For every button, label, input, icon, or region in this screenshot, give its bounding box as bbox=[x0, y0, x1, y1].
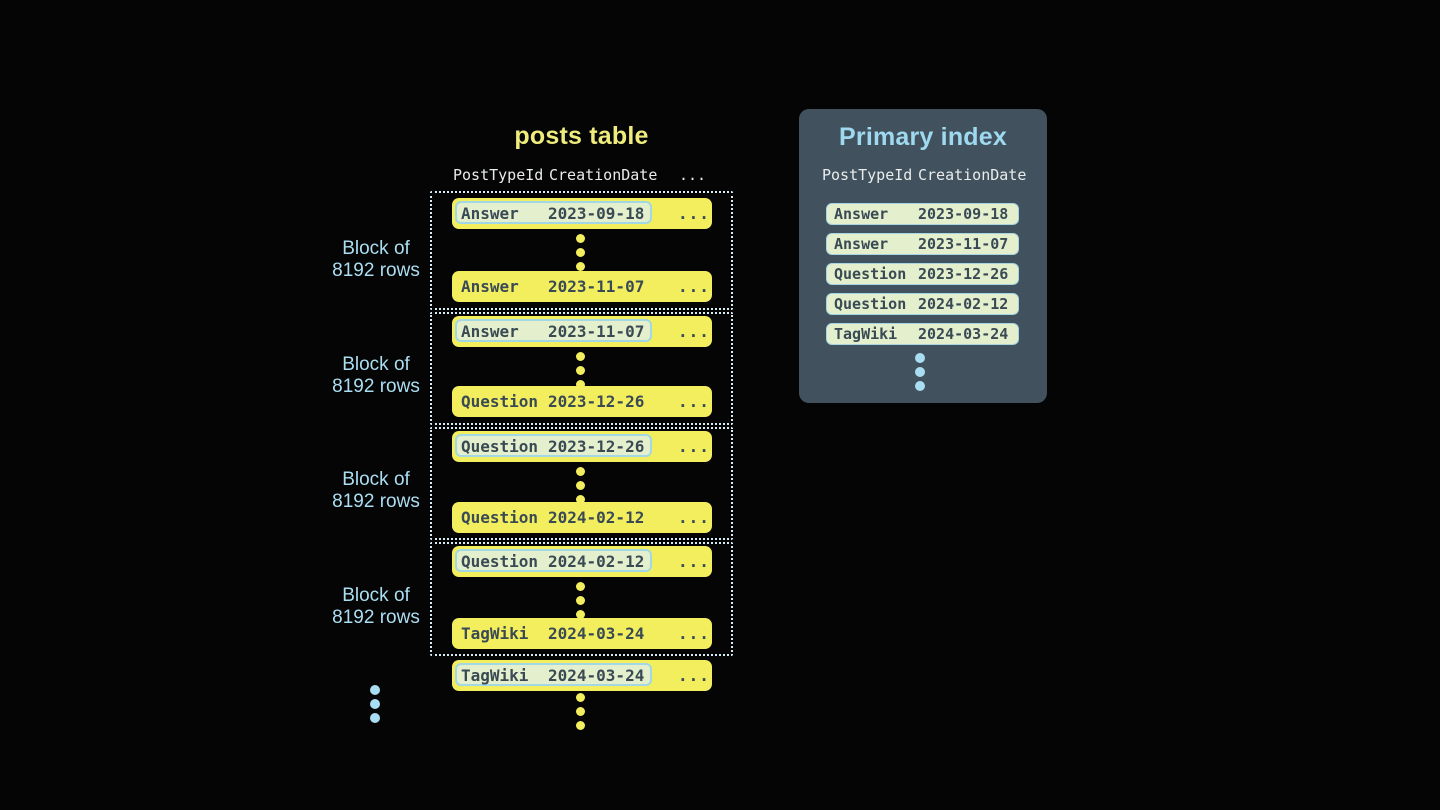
cell-creationdate: 2023-12-26 bbox=[918, 265, 1009, 283]
block-label-2: Block of 8192 rows bbox=[316, 354, 436, 397]
block-label-4: Block of 8192 rows bbox=[316, 585, 436, 628]
table-block-2: Answer 2023-11-07 ... Question 2023-12-2… bbox=[430, 312, 733, 425]
cell-posttypeid: TagWiki bbox=[461, 624, 529, 643]
cell-ellipsis: ... bbox=[678, 322, 710, 341]
cell-posttypeid: Question bbox=[461, 392, 539, 411]
index-entry: Question 2024-02-12 bbox=[826, 293, 1019, 315]
cell-posttypeid: Answer bbox=[461, 322, 519, 341]
cell-creationdate: 2024-02-12 bbox=[548, 552, 645, 571]
table-block-4: Question 2024-02-12 ... TagWiki 2024-03-… bbox=[430, 542, 733, 656]
table-row-block2-first: Answer 2023-11-07 ... bbox=[452, 316, 712, 347]
cell-creationdate: 2024-02-12 bbox=[548, 508, 645, 527]
block-label-3: Block of 8192 rows bbox=[316, 469, 436, 512]
table-row-block1-first: Answer 2023-09-18 ... bbox=[452, 198, 712, 229]
primary-index-column-headers: PostTypeId CreationDate bbox=[799, 166, 1047, 186]
column-header-creationdate: CreationDate bbox=[549, 166, 658, 184]
table-row-block4-last: TagWiki 2024-03-24 ... bbox=[452, 618, 712, 649]
table-row-overflow: TagWiki 2024-03-24 ... bbox=[452, 660, 712, 691]
key-highlight-box bbox=[455, 549, 652, 572]
block-label-line2: 8192 rows bbox=[332, 375, 420, 397]
table-row-block4-first: Question 2024-02-12 ... bbox=[452, 546, 712, 577]
index-entry: Answer 2023-09-18 bbox=[826, 203, 1019, 225]
cell-posttypeid: Answer bbox=[461, 277, 519, 296]
block-label-1: Block of 8192 rows bbox=[316, 238, 436, 281]
cell-ellipsis: ... bbox=[678, 204, 710, 223]
cell-posttypeid: Question bbox=[461, 552, 539, 571]
posts-table-title: posts table bbox=[514, 122, 649, 150]
block-label-line2: 8192 rows bbox=[332, 606, 420, 628]
cell-creationdate: 2023-11-07 bbox=[918, 235, 1009, 253]
vertical-ellipsis-icon bbox=[576, 234, 586, 276]
cell-posttypeid: Answer bbox=[834, 205, 889, 223]
cell-posttypeid: TagWiki bbox=[834, 325, 898, 343]
key-highlight-box bbox=[455, 434, 652, 457]
column-header-posttypeid: PostTypeId bbox=[822, 166, 913, 184]
table-row-block2-last: Question 2023-12-26 ... bbox=[452, 386, 712, 417]
cell-creationdate: 2024-03-24 bbox=[548, 666, 645, 685]
cell-posttypeid: Answer bbox=[834, 235, 889, 253]
table-block-3: Question 2023-12-26 ... Question 2024-02… bbox=[430, 427, 733, 540]
vertical-ellipsis-icon bbox=[576, 693, 586, 735]
index-entry: Question 2023-12-26 bbox=[826, 263, 1019, 285]
cell-creationdate: 2024-02-12 bbox=[918, 295, 1009, 313]
table-row-block3-first: Question 2023-12-26 ... bbox=[452, 431, 712, 462]
table-row-block1-last: Answer 2023-11-07 ... bbox=[452, 271, 712, 302]
cell-ellipsis: ... bbox=[678, 437, 710, 456]
cell-creationdate: 2023-12-26 bbox=[548, 392, 645, 411]
key-highlight-box bbox=[455, 319, 652, 342]
vertical-ellipsis-icon bbox=[576, 582, 586, 624]
cell-creationdate: 2023-09-18 bbox=[548, 204, 645, 223]
key-highlight-box bbox=[455, 663, 652, 686]
more-entries-ellipsis-icon bbox=[915, 353, 925, 395]
table-row-block3-last: Question 2024-02-12 ... bbox=[452, 502, 712, 533]
cell-ellipsis: ... bbox=[678, 508, 710, 527]
cell-ellipsis: ... bbox=[678, 277, 710, 296]
cell-creationdate: 2023-09-18 bbox=[918, 205, 1009, 223]
cell-posttypeid: Question bbox=[834, 265, 907, 283]
block-label-line2: 8192 rows bbox=[332, 259, 420, 281]
posts-table-column-headers: PostTypeId CreationDate ... bbox=[452, 166, 732, 186]
block-label-line1: Block of bbox=[342, 585, 410, 606]
cell-ellipsis: ... bbox=[678, 392, 710, 411]
index-entry: TagWiki 2024-03-24 bbox=[826, 323, 1019, 345]
key-highlight-box bbox=[455, 201, 652, 224]
more-blocks-ellipsis-icon bbox=[370, 685, 380, 727]
column-header-more: ... bbox=[679, 166, 707, 184]
column-header-creationdate: CreationDate bbox=[918, 166, 1027, 184]
vertical-ellipsis-icon bbox=[576, 352, 586, 394]
primary-index-panel: Primary index PostTypeId CreationDate An… bbox=[799, 109, 1047, 403]
cell-ellipsis: ... bbox=[678, 552, 710, 571]
cell-creationdate: 2023-12-26 bbox=[548, 437, 645, 456]
block-label-line1: Block of bbox=[342, 354, 410, 375]
cell-creationdate: 2023-11-07 bbox=[548, 277, 645, 296]
cell-ellipsis: ... bbox=[678, 666, 710, 685]
block-label-line1: Block of bbox=[342, 238, 410, 259]
cell-posttypeid: Question bbox=[461, 508, 539, 527]
cell-creationdate: 2024-03-24 bbox=[918, 325, 1009, 343]
cell-posttypeid: Answer bbox=[461, 204, 519, 223]
index-entry: Answer 2023-11-07 bbox=[826, 233, 1019, 255]
vertical-ellipsis-icon bbox=[576, 467, 586, 509]
cell-posttypeid: Question bbox=[461, 437, 539, 456]
column-header-posttypeid: PostTypeId bbox=[453, 166, 544, 184]
cell-creationdate: 2023-11-07 bbox=[548, 322, 645, 341]
cell-creationdate: 2024-03-24 bbox=[548, 624, 645, 643]
cell-posttypeid: TagWiki bbox=[461, 666, 529, 685]
cell-ellipsis: ... bbox=[678, 624, 710, 643]
cell-posttypeid: Question bbox=[834, 295, 907, 313]
table-block-1: Answer 2023-09-18 ... Answer 2023-11-07 … bbox=[430, 191, 733, 310]
primary-index-title: Primary index bbox=[839, 123, 1007, 151]
block-label-line2: 8192 rows bbox=[332, 490, 420, 512]
block-label-line1: Block of bbox=[342, 469, 410, 490]
